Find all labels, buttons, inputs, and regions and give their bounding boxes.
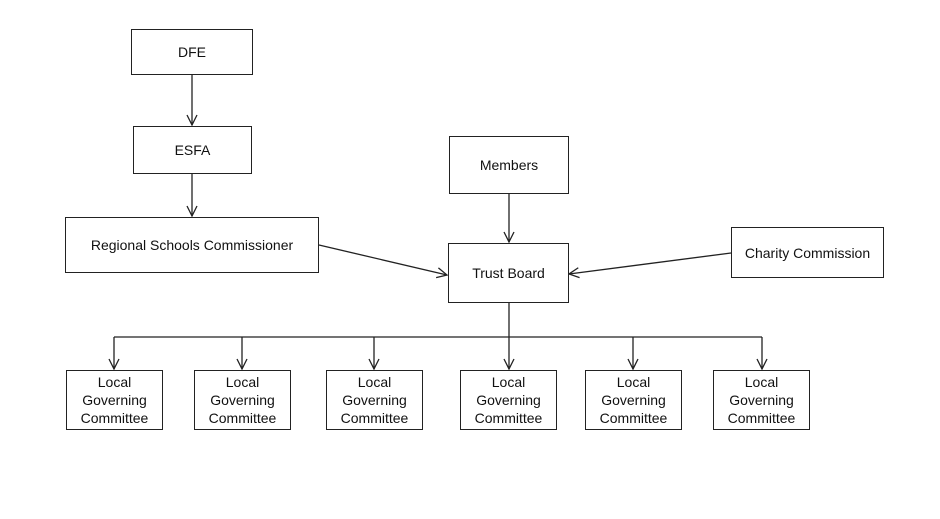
node-rsc-label: Regional Schools Commissioner	[90, 237, 294, 253]
node-local-governing-committee: Local Governing Committee	[585, 370, 682, 430]
node-trust-board: Trust Board	[448, 243, 569, 303]
node-members-label: Members	[479, 157, 539, 173]
node-regional-schools-commissioner: Regional Schools Commissioner	[65, 217, 319, 273]
node-esfa-label: ESFA	[174, 142, 211, 158]
node-dfe-label: DFE	[178, 44, 206, 60]
node-local-governing-committee: Local Governing Committee	[326, 370, 423, 430]
node-lgc-label: Local Governing Committee	[80, 374, 149, 426]
node-esfa: ESFA	[133, 126, 252, 174]
node-lgc-label: Local Governing Committee	[727, 374, 796, 426]
edge-charity-trust-board	[569, 252, 732, 274]
node-local-governing-committee: Local Governing Committee	[460, 370, 557, 430]
node-trust-board-label: Trust Board	[472, 265, 545, 281]
node-lgc-label: Local Governing Committee	[474, 374, 543, 426]
node-lgc-label: Local Governing Committee	[208, 374, 277, 426]
node-dfe: DFE	[131, 29, 253, 75]
node-charity-commission: Charity Commission	[731, 227, 884, 278]
edge-rsc-trust-board	[318, 244, 447, 275]
node-lgc-label: Local Governing Committee	[599, 374, 668, 426]
node-charity-commission-label: Charity Commission	[744, 244, 871, 261]
node-local-governing-committee: Local Governing Committee	[66, 370, 163, 430]
node-local-governing-committee: Local Governing Committee	[713, 370, 810, 430]
node-members: Members	[449, 136, 569, 194]
node-local-governing-committee: Local Governing Committee	[194, 370, 291, 430]
node-lgc-label: Local Governing Committee	[340, 374, 409, 426]
